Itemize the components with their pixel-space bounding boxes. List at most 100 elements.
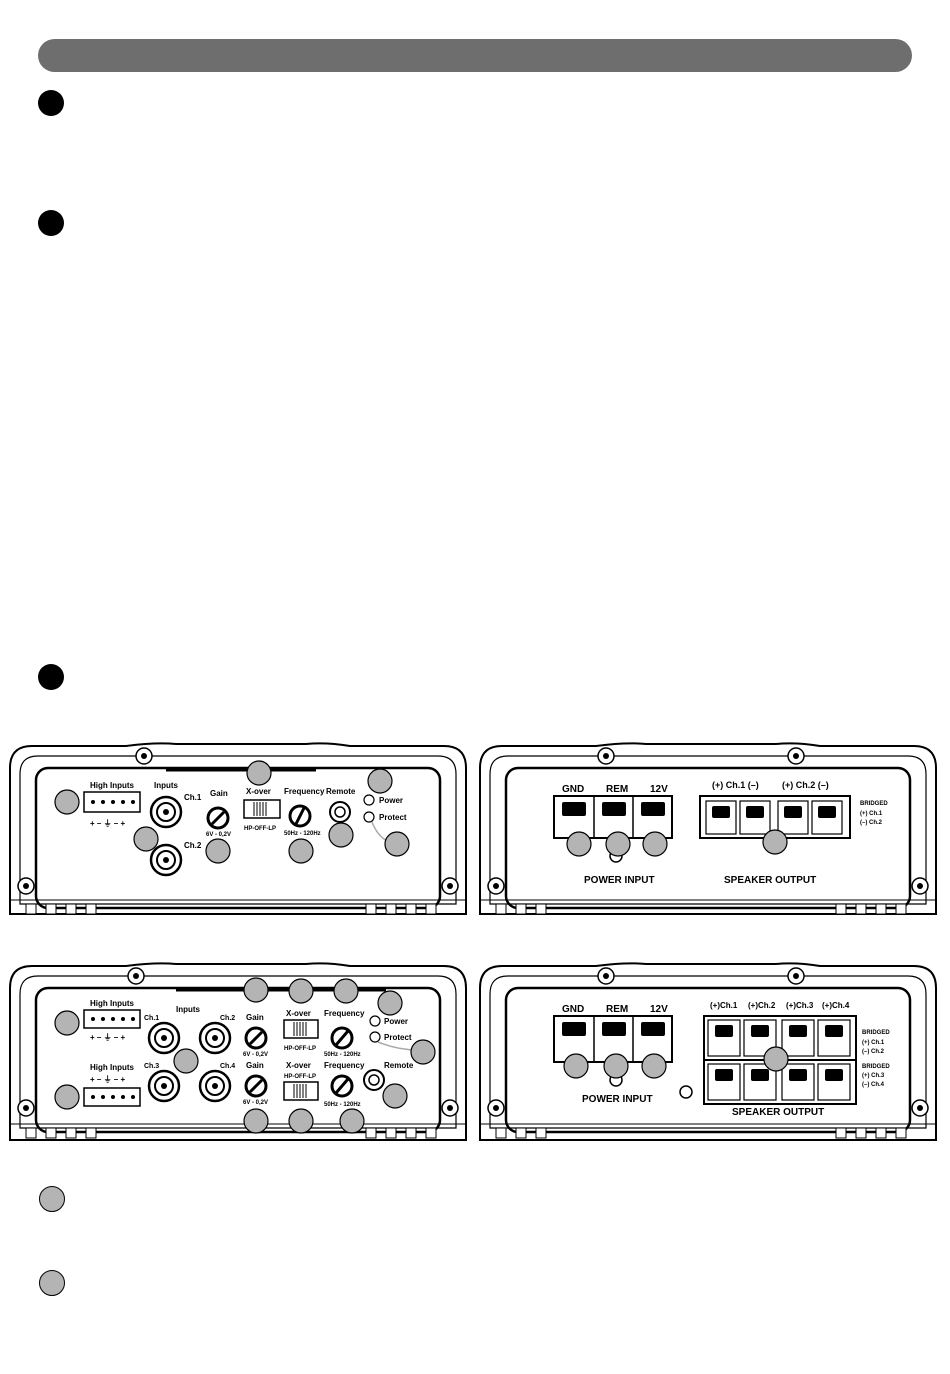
inputs-label: Inputs (176, 1005, 201, 1014)
bridged-b-plus-label: (+) Ch.3 (862, 1073, 885, 1079)
callout-gnd (566, 831, 592, 857)
gnd-label: GND (562, 784, 584, 795)
callout-xover (246, 760, 272, 786)
speaker-terminal-ch4-minus[interactable] (825, 1069, 843, 1081)
protect-led (363, 811, 375, 823)
bridged-a-label: BRIDGED (862, 1030, 890, 1036)
section-bullet-2 (38, 210, 64, 236)
speaker-terminal-ch1-plus[interactable] (712, 806, 730, 818)
ch2-label: Ch.2 (220, 1015, 235, 1022)
callout-12v (641, 1053, 667, 1079)
12v-terminal[interactable] (641, 1022, 665, 1036)
xover-modes-label: HP-OFF-LP (244, 826, 276, 832)
speaker-terminal-ch2-plus[interactable] (784, 806, 802, 818)
protect-label: Protect (379, 813, 407, 822)
callout-frequency-top (333, 978, 359, 1004)
bridged-a-plus-label: (+) Ch.1 (862, 1040, 885, 1046)
power-input-label: POWER INPUT (582, 1094, 653, 1105)
freq-range-bottom-label: 50Hz - 120Hz (324, 1102, 361, 1108)
amp-4ch-front-panel: High Inputs + – ⏚ – + High Inputs + – ⏚ … (6, 958, 470, 1146)
bridged-minus-label: (–) Ch.2 (860, 820, 883, 826)
remote-label: Remote (384, 1061, 414, 1070)
callout-protect-led (410, 1039, 436, 1065)
speaker-terminal-ch4-plus[interactable] (789, 1069, 807, 1081)
speaker-output-label: SPEAKER OUTPUT (724, 875, 816, 886)
callout-high-inputs-bottom (54, 1084, 80, 1110)
callout-frequency-bottom (339, 1108, 365, 1134)
rem-label: REM (606, 1004, 628, 1015)
gain-range-bottom-label: 6V - 0,2V (243, 1100, 268, 1106)
12v-label: 12V (650, 1004, 668, 1015)
freq-range-top-label: 50Hz - 120Hz (324, 1052, 361, 1058)
gain-bottom-label: Gain (246, 1061, 264, 1070)
power-label: Power (384, 1017, 408, 1026)
power-led (363, 794, 375, 806)
bridged-plus-label: (+) Ch.1 (860, 811, 883, 817)
frequency-bottom-label: Frequency (324, 1061, 365, 1070)
pin-legend: + – ⏚ – + (90, 819, 125, 828)
xover-bottom-label: X-over (286, 1061, 311, 1070)
callout-xover-bottom (288, 1108, 314, 1134)
gnd-terminal[interactable] (562, 1022, 586, 1036)
xover-switch[interactable] (243, 799, 281, 819)
frequency-top-label: Frequency (324, 1009, 365, 1018)
callout-protect-led (384, 831, 410, 857)
callout-high-inputs-top (54, 1010, 80, 1036)
high-inputs-label: High Inputs (90, 781, 135, 790)
callout-rem (605, 831, 631, 857)
ch4-label: Ch.4 (220, 1063, 235, 1070)
callout-frequency (288, 838, 314, 864)
speaker-terminal-ch3-plus[interactable] (715, 1069, 733, 1081)
speaker-terminal-ch1-plus[interactable] (715, 1025, 733, 1037)
xover-bottom-switch[interactable] (283, 1081, 319, 1101)
gnd-terminal[interactable] (562, 802, 586, 816)
ch4-out-label: (+)Ch.4 (822, 1001, 850, 1010)
speaker-terminal-ch2-minus[interactable] (825, 1025, 843, 1037)
speaker-terminal-ch1-minus[interactable] (746, 806, 764, 818)
callout-gain (205, 838, 231, 864)
protect-led (369, 1031, 381, 1043)
inputs-label: Inputs (154, 781, 179, 790)
gain-range-label: 6V - 0,2V (206, 832, 231, 838)
xover-modes-top-label: HP-OFF-LP (284, 1046, 316, 1052)
frequency-label: Frequency (284, 787, 325, 796)
xover-label: X-over (246, 787, 271, 796)
bridged-a-minus-label: (–) Ch.2 (862, 1049, 885, 1055)
ch3-out-label: (+)Ch.3 (786, 1001, 814, 1010)
callout-xover-top (288, 978, 314, 1004)
freq-range-label: 50Hz - 120Hz (284, 831, 321, 837)
ch1-out-label: (+)Ch.1 (710, 1001, 738, 1010)
rem-terminal[interactable] (602, 1022, 626, 1036)
speaker-terminal-ch2-minus[interactable] (818, 806, 836, 818)
section-header-bar (38, 39, 912, 72)
ch2-out-label: (+) Ch.2 (–) (782, 780, 829, 790)
callout-inputs (173, 1048, 199, 1074)
pin-legend-top: + – ⏚ – + (90, 1033, 125, 1042)
callout-power-led (367, 768, 393, 794)
rem-label: REM (606, 784, 628, 795)
high-inputs-top-label: High Inputs (90, 999, 135, 1008)
power-label: Power (379, 796, 403, 805)
ch1-out-label: (+) Ch.1 (–) (712, 780, 759, 790)
amp-2ch-rear-panel: GND REM 12V POWER INPUT (+) Ch.1 (–) (+)… (476, 738, 940, 920)
12v-label: 12V (650, 784, 668, 795)
speaker-terminal-ch1-minus[interactable] (751, 1025, 769, 1037)
callout-remote (382, 1083, 408, 1109)
ch1-label: Ch.1 (144, 1015, 159, 1022)
xover-modes-bottom-label: HP-OFF-LP (284, 1074, 316, 1080)
remote-label: Remote (326, 787, 356, 796)
speaker-terminal-ch3-minus[interactable] (751, 1069, 769, 1081)
section-bullet-1 (38, 90, 64, 116)
callout-remote (328, 822, 354, 848)
xover-top-switch[interactable] (283, 1019, 319, 1039)
callout-12v (642, 831, 668, 857)
rem-terminal[interactable] (602, 802, 626, 816)
speaker-terminal-ch2-plus[interactable] (789, 1025, 807, 1037)
callout-high-inputs (54, 789, 80, 815)
12v-terminal[interactable] (641, 802, 665, 816)
xover-top-label: X-over (286, 1009, 311, 1018)
bridged-b-label: BRIDGED (862, 1064, 890, 1070)
high-inputs-bottom-label: High Inputs (90, 1063, 135, 1072)
gain-label: Gain (210, 789, 228, 798)
speaker-output-label: SPEAKER OUTPUT (732, 1107, 824, 1118)
